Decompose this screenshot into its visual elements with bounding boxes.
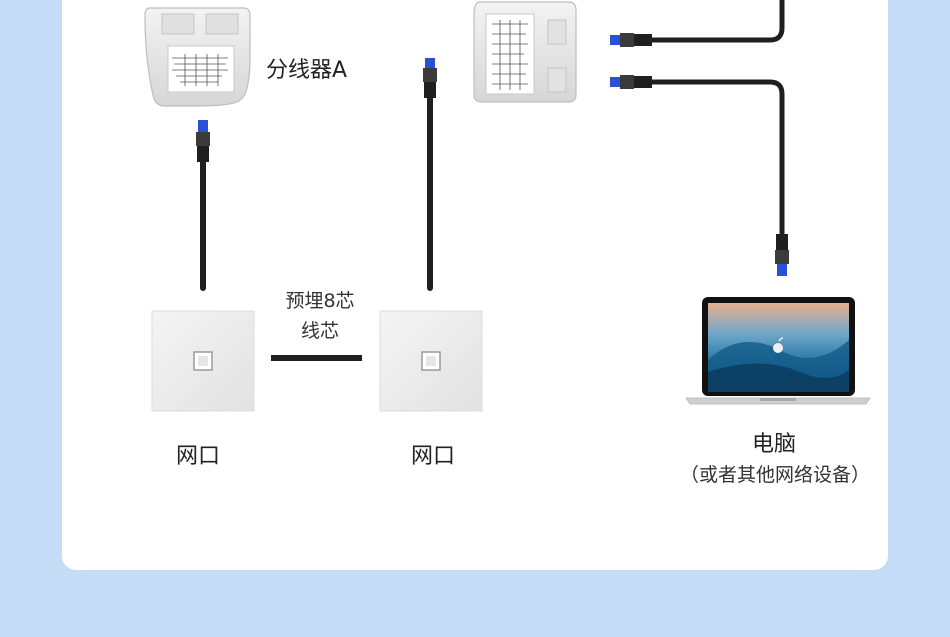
splitter-a-device	[145, 8, 250, 106]
embedded-cable	[271, 355, 362, 361]
wall-socket-left	[152, 311, 254, 411]
embedded-line-label-2: 线芯	[272, 316, 368, 343]
splitter-b-device	[474, 2, 576, 102]
cable-splitter-top	[650, 0, 782, 40]
wall-socket-right	[380, 311, 482, 411]
rj45-connector-a	[196, 120, 210, 162]
rj45-connector-center	[423, 58, 437, 98]
cable-splitter-to-laptop	[650, 82, 782, 236]
port-right-label: 网口	[411, 438, 455, 470]
computer-label: 电脑	[752, 426, 796, 458]
port-left-label: 网口	[176, 438, 220, 470]
computer-note-label: （或者其他网络设备）	[680, 460, 870, 487]
embedded-line-label-1: 预埋8芯	[272, 286, 368, 313]
splitter-a-label: 分线器A	[266, 52, 347, 84]
rj45-connector-right-top	[610, 33, 652, 47]
rj45-connector-right-bottom	[610, 75, 652, 89]
laptop	[686, 297, 870, 404]
rj45-connector-laptop	[775, 234, 789, 276]
